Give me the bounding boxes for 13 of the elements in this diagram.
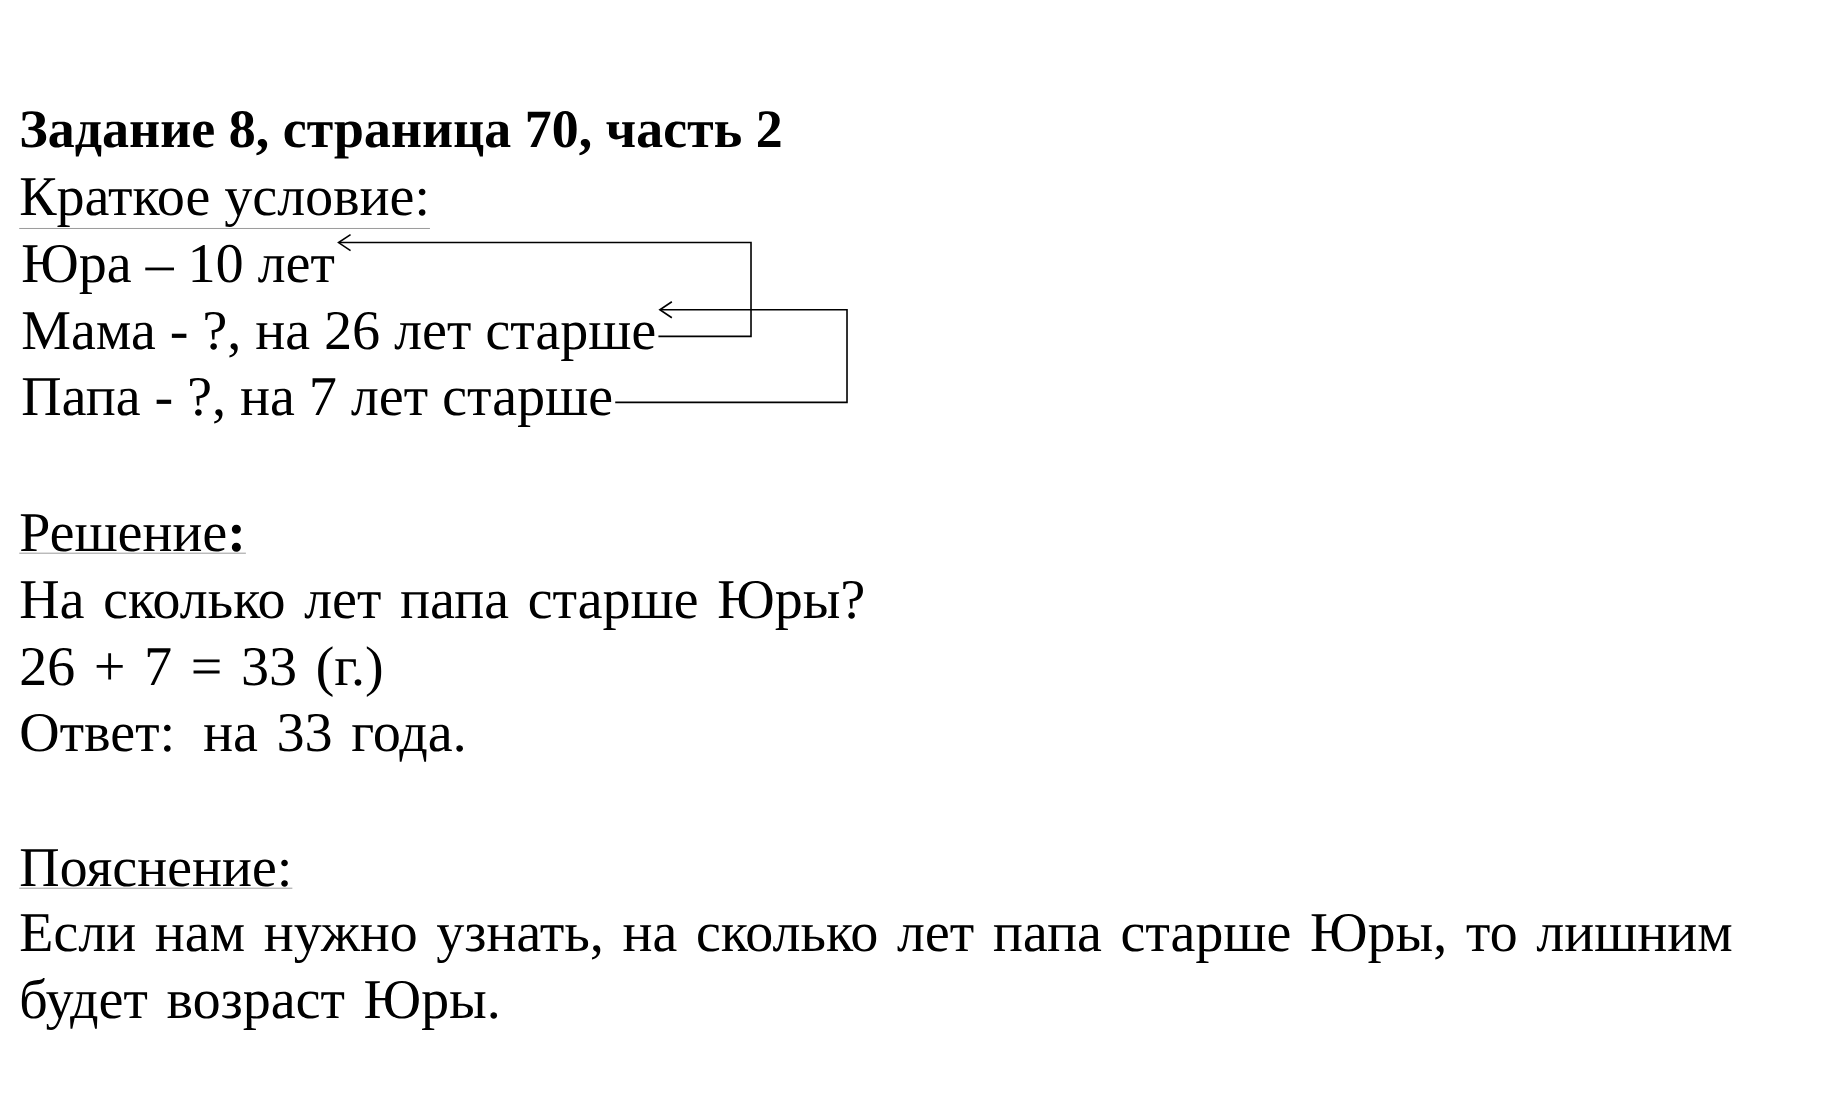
explanation-text: Если нам нужно узнать, на сколько лет папа старше Юры, то лишним будет возраст Юры. bbox=[20, 913, 1732, 1031]
condition-text: Юра – 10 лет bbox=[22, 244, 335, 294]
section-heading: Пояснение: bbox=[19, 849, 293, 889]
title: Задание 8, страница 70, часть 2 bbox=[21, 111, 781, 159]
section-heading: Решение: bbox=[19, 514, 247, 554]
question-text: На сколько лет папа старше Юры? bbox=[20, 580, 863, 630]
equation-text: 26 + 7 = 33 (г.) bbox=[21, 646, 382, 697]
condition-text: Мама - ?, на 26 лет старше bbox=[22, 311, 655, 361]
section-heading: Краткое условие: bbox=[19, 178, 431, 229]
bracket-arrow bbox=[614, 300, 848, 404]
answer-text: Ответ: на 33 года. bbox=[21, 713, 463, 762]
condition-text: Папа - ?, на 7 лет старше bbox=[22, 377, 612, 427]
bracket-arrow bbox=[337, 233, 752, 338]
